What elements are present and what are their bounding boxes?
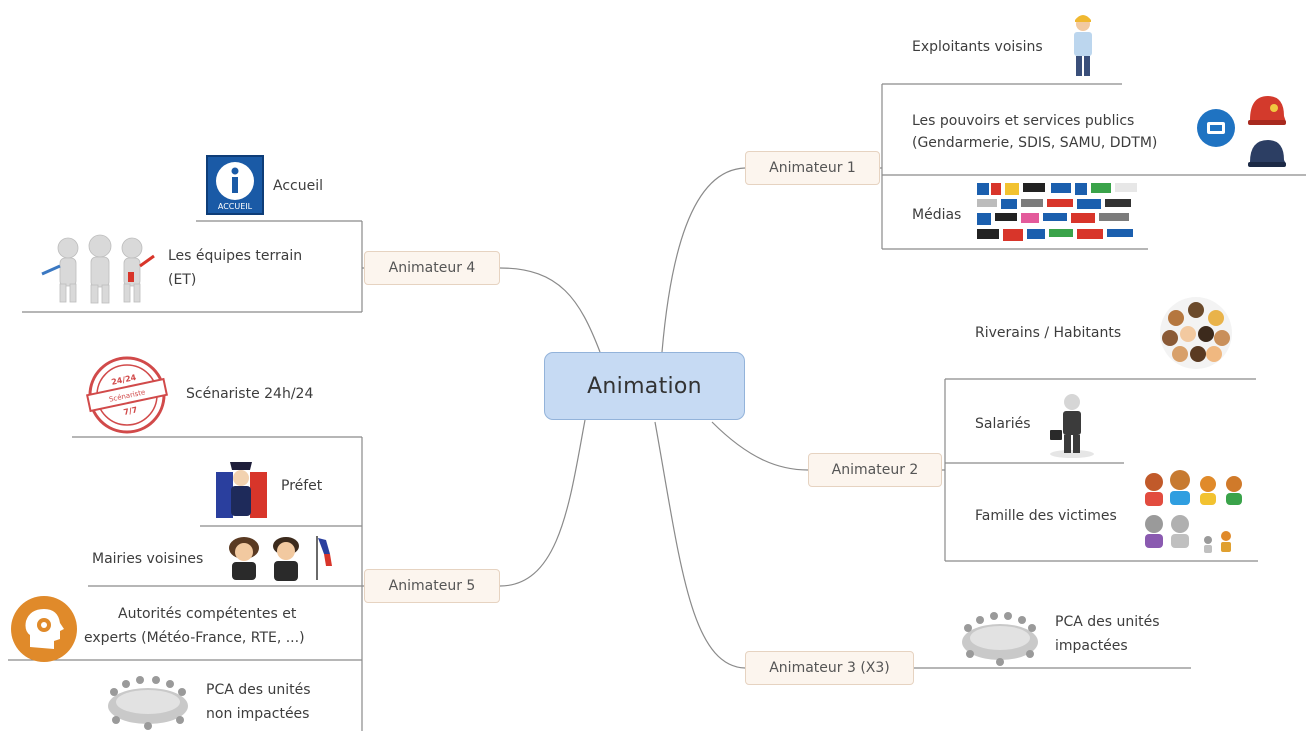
info-accueil-icon: ACCUEIL bbox=[206, 155, 264, 215]
animateur-4-node[interactable]: Animateur 4 bbox=[364, 251, 500, 285]
crowd-people-icon bbox=[1160, 297, 1232, 369]
leaf-equipes-terrain-line2[interactable]: (ET) bbox=[168, 272, 197, 288]
connector-animateur-3 bbox=[654, 421, 746, 669]
expert-head-gear-icon bbox=[11, 596, 77, 662]
animateur-3-node[interactable]: Animateur 3 (X3) bbox=[745, 651, 914, 685]
leaf-riverains-habitants[interactable]: Riverains / Habitants bbox=[975, 325, 1122, 341]
leaf-pca-non-impactees-line1[interactable]: PCA des unités bbox=[206, 682, 311, 698]
leaf-autorites-line2[interactable]: experts (Météo-France, RTE, ...) bbox=[84, 630, 305, 646]
central-topic[interactable]: Animation bbox=[544, 352, 745, 420]
accueil-logo-text: ACCUEIL bbox=[217, 202, 253, 211]
firefighter-helmet-icon bbox=[1248, 96, 1286, 125]
connector-a1-bracket bbox=[880, 84, 883, 249]
leaf-scenariste[interactable]: Scénariste 24h/24 bbox=[186, 386, 314, 402]
animateur-1-node[interactable]: Animateur 1 bbox=[745, 151, 880, 185]
leaf-pca-impactees-line2[interactable]: impactées bbox=[1055, 638, 1128, 654]
leaf-mairies-voisines[interactable]: Mairies voisines bbox=[92, 551, 204, 567]
leaf-autorites-line1[interactable]: Autorités compétentes et bbox=[118, 606, 297, 622]
leaf-pca-non-impactees-line2[interactable]: non impactées bbox=[206, 706, 310, 722]
connector-animateur-4 bbox=[499, 267, 601, 353]
field-team-figures-icon bbox=[41, 234, 155, 304]
worker-person-icon bbox=[1074, 15, 1092, 76]
police-badge-icon bbox=[1197, 109, 1235, 147]
mayors-icon bbox=[229, 536, 332, 581]
leaf-accueil[interactable]: Accueil bbox=[273, 178, 323, 194]
meeting-table-icon bbox=[962, 612, 1038, 666]
meeting-table-icon-2 bbox=[108, 676, 188, 730]
leaf-exploitants-voisins[interactable]: Exploitants voisins bbox=[912, 39, 1043, 55]
connector-animateur-2 bbox=[711, 421, 809, 471]
connector-animateur-5 bbox=[499, 419, 586, 587]
connector-animateur-1 bbox=[661, 167, 746, 353]
leaf-pouvoirs-line1[interactable]: Les pouvoirs et services publics bbox=[912, 113, 1135, 129]
connector-a2-bracket bbox=[942, 379, 946, 561]
info-symbol-icon bbox=[216, 162, 254, 200]
media-logos-icon bbox=[977, 183, 1137, 241]
leaf-famille-victimes[interactable]: Famille des victimes bbox=[975, 508, 1117, 524]
animateur-5-node[interactable]: Animateur 5 bbox=[364, 569, 500, 603]
family-members-icon bbox=[1145, 470, 1242, 553]
scenariste-stamp-icon: 24/24 Scénariste 7/7 bbox=[86, 356, 168, 434]
animateur-2-node[interactable]: Animateur 2 bbox=[808, 453, 942, 487]
prefet-icon bbox=[216, 462, 267, 518]
leaf-pca-impactees-line1[interactable]: PCA des unités bbox=[1055, 614, 1160, 630]
leaf-prefet[interactable]: Préfet bbox=[281, 478, 323, 494]
leaf-equipes-terrain-line1[interactable]: Les équipes terrain bbox=[168, 248, 303, 264]
leaf-pouvoirs-line2[interactable]: (Gendarmerie, SDIS, SAMU, DDTM) bbox=[912, 135, 1158, 151]
stamp-bottom-text: 7/7 bbox=[123, 405, 139, 417]
leaf-salaries[interactable]: Salariés bbox=[975, 416, 1031, 432]
connector-a5-bracket bbox=[361, 437, 364, 731]
connector-a4-bracket bbox=[361, 221, 364, 312]
businessman-icon bbox=[1050, 394, 1094, 458]
gendarme-helmet-icon bbox=[1248, 140, 1286, 167]
leaf-medias[interactable]: Médias bbox=[912, 207, 962, 223]
